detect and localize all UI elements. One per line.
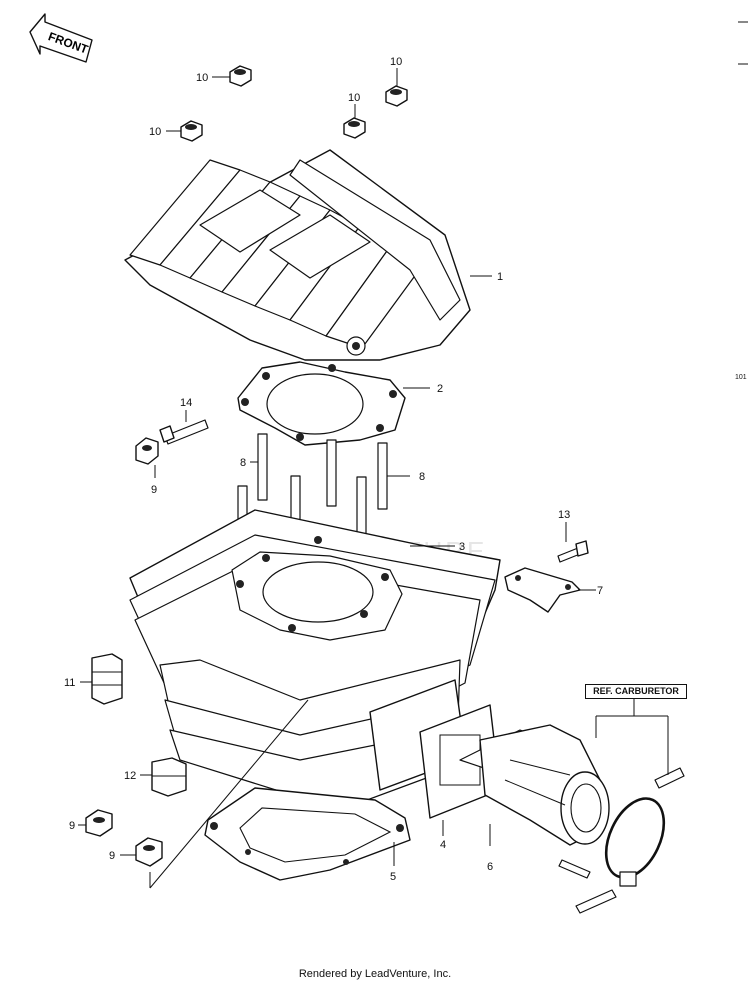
footer-credit: Rendered by LeadVenture, Inc.: [298, 968, 452, 980]
callout-12: 12: [124, 770, 136, 782]
callout-2: 2: [437, 383, 443, 395]
callout-10b: 10: [390, 56, 402, 68]
intake-manifold: [479, 724, 610, 846]
hose-clamp: [604, 797, 666, 887]
callout-9b: 9: [69, 820, 75, 832]
cap-nut-10c: [343, 117, 366, 139]
flange-nut-9b: [85, 809, 113, 837]
cap-nut-10b: [385, 85, 408, 107]
callout-9a: 9: [151, 484, 157, 496]
callout-11: 11: [64, 677, 75, 689]
bolt-13: [557, 540, 589, 563]
bolt-14: [159, 419, 209, 445]
callout-1: 1: [497, 271, 503, 283]
flange-nut-9c: [135, 837, 163, 867]
screw-b: [558, 859, 591, 879]
base-gasket: [204, 787, 411, 881]
callout-10d: 10: [149, 126, 161, 138]
callout-3: 3: [459, 541, 465, 553]
damper-12: [151, 757, 187, 797]
callout-4: 4: [440, 839, 446, 851]
damper-11: [91, 653, 123, 705]
callout-7: 7: [597, 585, 603, 597]
side-code: 101: [735, 374, 747, 381]
callout-9c: 9: [109, 850, 115, 862]
callout-14: 14: [180, 397, 192, 409]
callout-5: 5: [390, 871, 396, 883]
flange-nut-9a: [135, 437, 159, 465]
bracket-7: [504, 567, 581, 613]
callout-8a: 8: [240, 457, 246, 469]
callout-10a: 10: [196, 72, 208, 84]
cylinder-head: [124, 149, 471, 361]
screw-a: [654, 767, 685, 789]
ref-carburetor-box: REF. CARBURETOR: [585, 684, 687, 699]
callout-13: 13: [558, 509, 570, 521]
callout-6: 6: [487, 861, 493, 873]
screw-c: [575, 889, 617, 914]
front-arrow-icon: FRONT: [29, 13, 93, 63]
callout-10c: 10: [348, 92, 360, 104]
callout-8b: 8: [419, 471, 425, 483]
cap-nut-10d: [180, 120, 203, 142]
head-gasket: [237, 361, 406, 446]
cap-nut-10a: [229, 65, 252, 87]
